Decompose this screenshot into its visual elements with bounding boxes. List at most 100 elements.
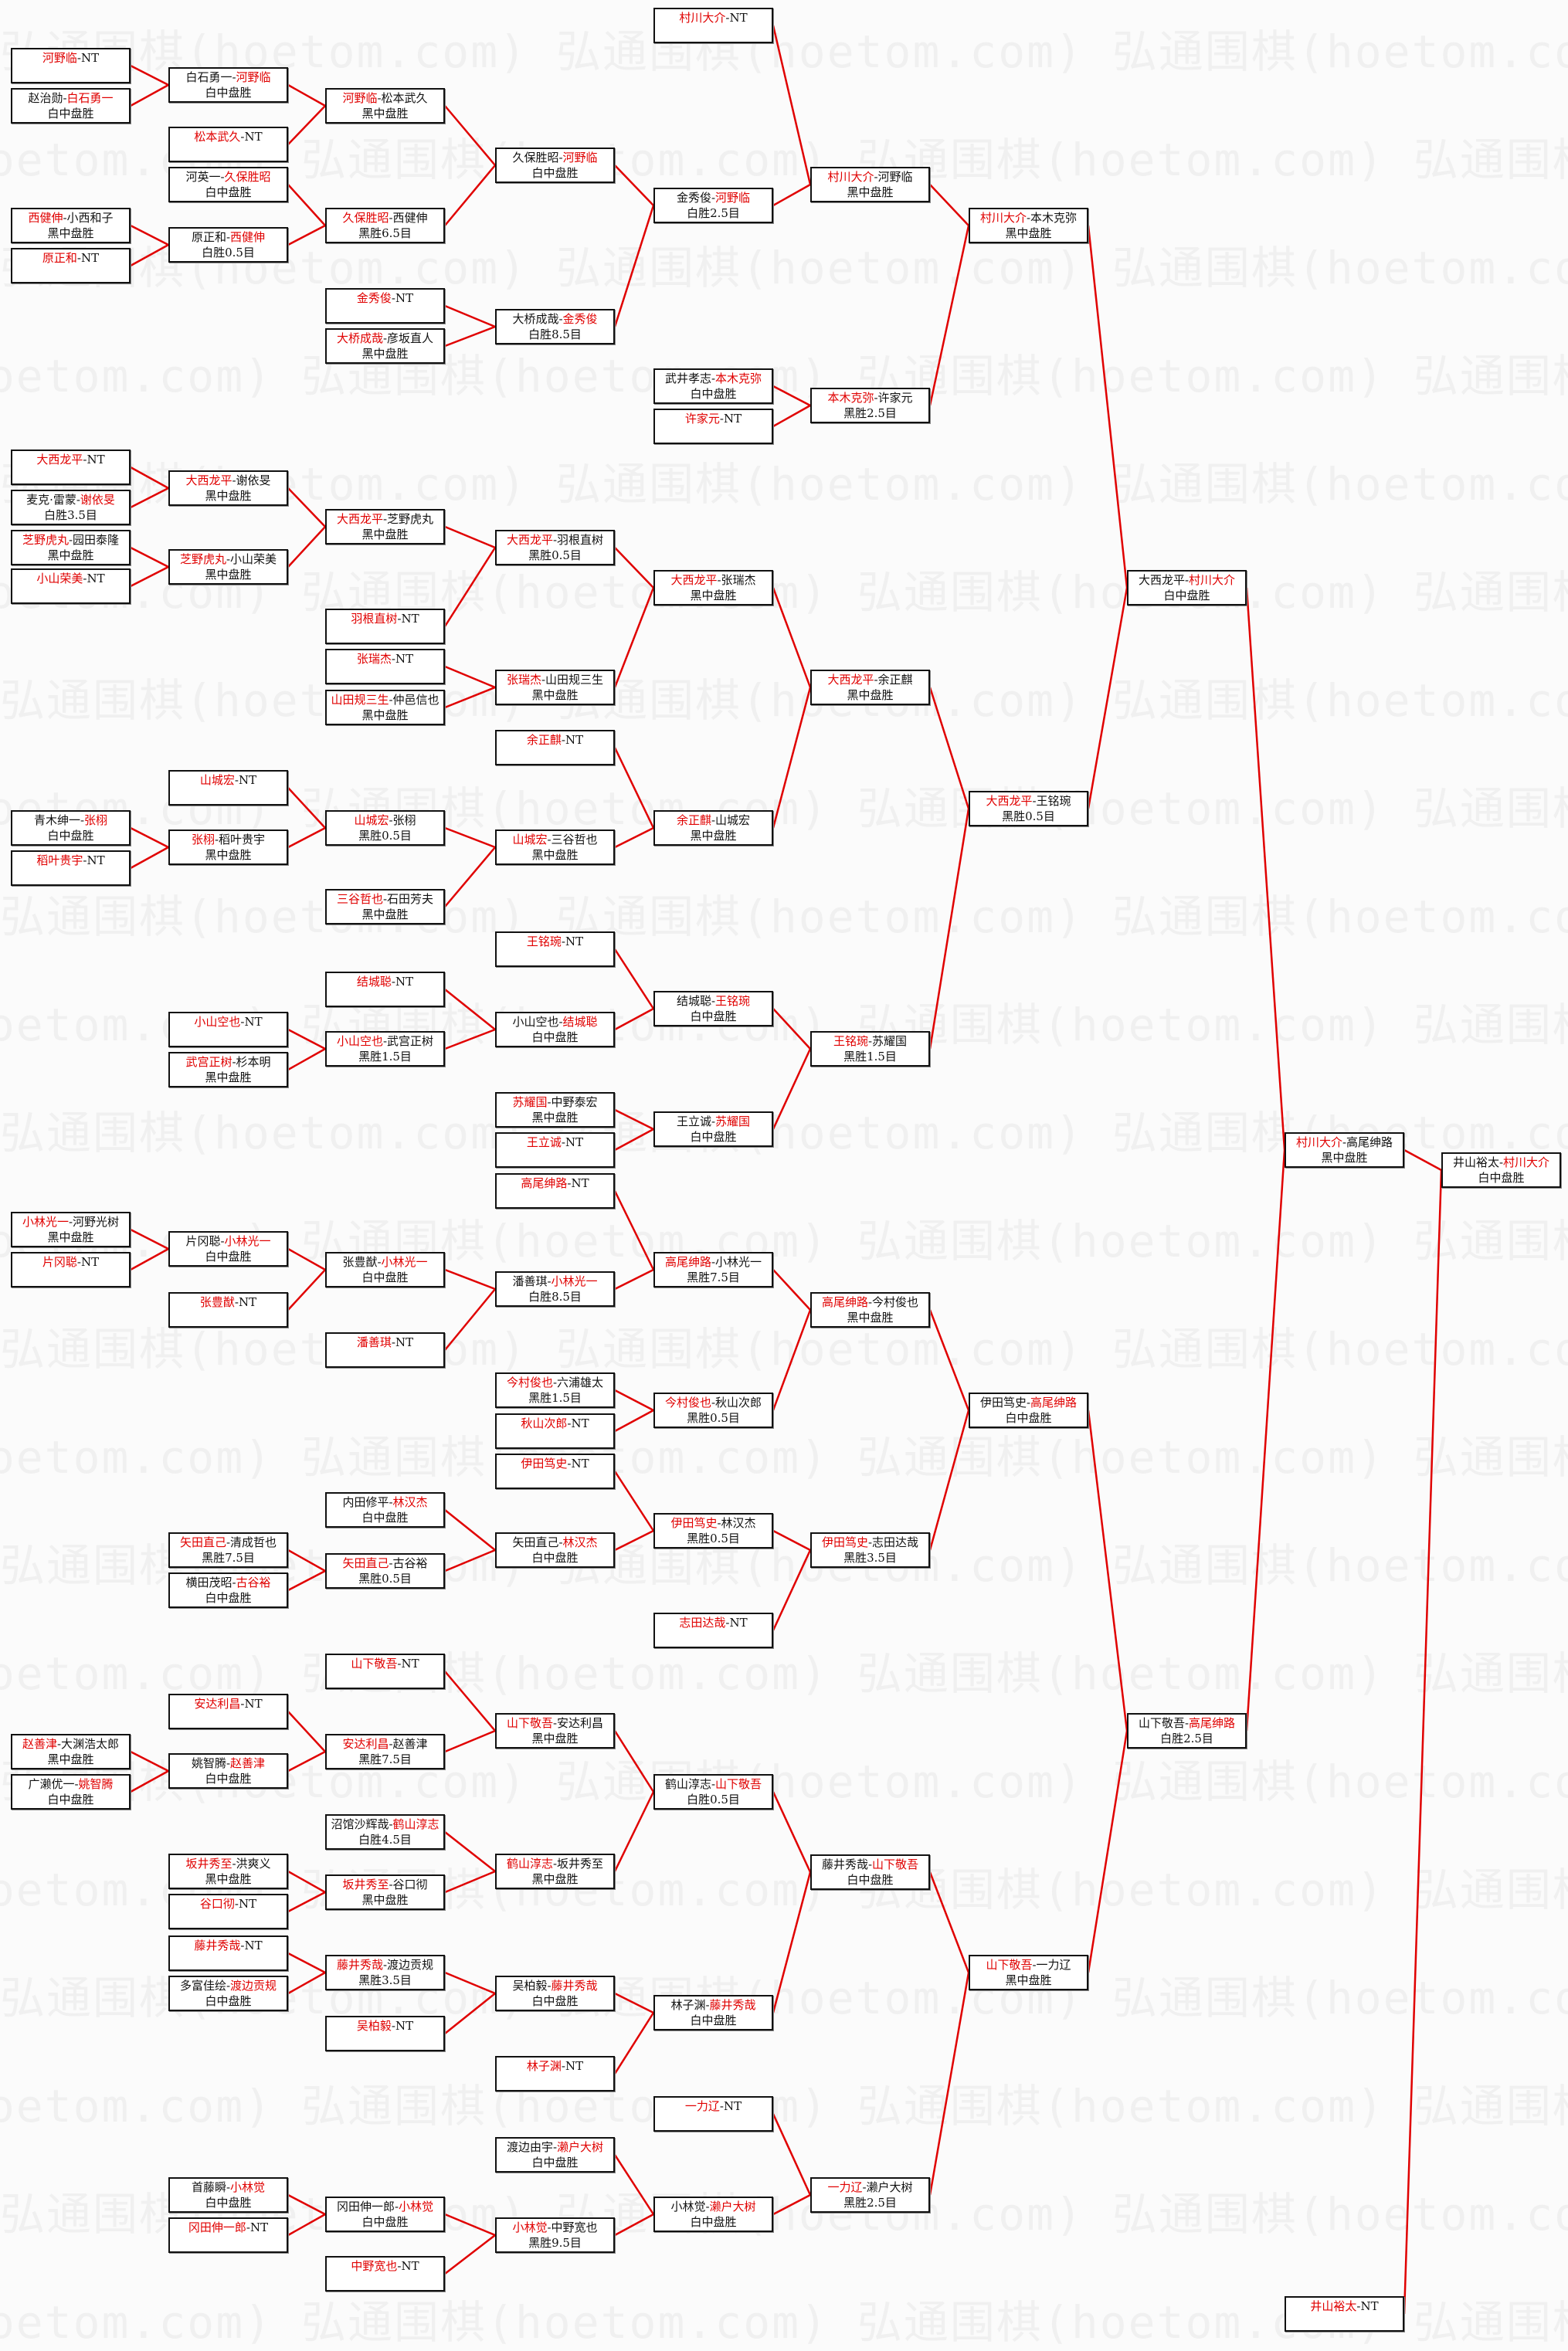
bye-entry-box: 藤井秀哉-NT [168,1935,288,1971]
matchup: 余正麒-山城宏 [655,812,772,828]
match-result-box: 结城聪-王铭琬白中盘胜 [653,991,773,1026]
winner-name: 濑户大树 [557,2140,604,2154]
game-result: 黑胜1.5目 [528,1391,582,1405]
winner-name: 井山裕太 [1310,2299,1357,2313]
player-name: 内田修平 [342,1495,389,1509]
separator: - [719,412,724,426]
bracket-connector [928,808,970,1050]
winner-name: 渡边贡规 [230,1979,277,1993]
match-result-box: 大西龙平-芝野虎丸黑中盘胜 [325,509,445,544]
bracket-connector [444,1729,496,1753]
winner-name: 村川大介 [1189,573,1236,587]
separator: - [389,211,393,225]
bye-marker: NT [244,1939,263,1952]
bracket-connector [287,1952,326,1974]
bracket-connector [130,243,169,267]
winner-name: 本木克弥 [715,371,762,385]
matchup: 大西龙平-芝野虎丸 [327,511,443,527]
match-result-box: 坂井秀至-洪爽义黑中盘胜 [168,1854,288,1889]
match-result-box: 白石勇一-河野临白中盘胜 [168,67,288,103]
player-name: 小林觉 [670,2200,706,2214]
bracket-connector [614,1128,654,1152]
separator: - [240,130,245,144]
game-result: 白胜3.5目 [44,508,97,522]
bye-marker: NT [80,51,100,65]
separator: - [226,1535,231,1549]
bye-marker: NT [244,1697,263,1711]
winner-name: 芝野虎丸 [179,552,226,566]
game-result: 黑胜9.5目 [528,2236,582,2250]
winner-name: 本木克弥 [827,391,874,405]
matchup: 林子渊-NT [497,2058,613,2074]
player-name: 片冈聪 [185,1234,221,1248]
bracket-connector [928,225,970,406]
winner-name: 藤井秀哉 [336,1958,383,1972]
winner-name: 西健伸 [230,230,266,244]
game-result: 白中盘胜 [847,1873,894,1887]
player-name: 原正和 [191,230,226,244]
match-result-box: 河野临-松本武久黑中盘胜 [325,88,445,124]
bracket-connector [287,2213,326,2237]
bracket-connector [444,826,496,849]
separator: - [397,612,402,626]
winner-name: 伊田笃史 [821,1535,868,1549]
matchup: 中野宽也-NT [327,2258,443,2274]
winner-name: 河野临 [715,191,751,205]
matchup: 原正和-西健伸 [170,229,287,245]
match-result-box: 河英一-久保胜昭白中盘胜 [168,167,288,202]
game-result: 黑中盘胜 [361,1893,409,1907]
matchup: 张瑞杰-NT [327,650,443,667]
player-name: 三谷哲也 [551,833,598,846]
player-name: 河英一 [185,170,221,184]
bracket-connector [444,1509,496,1551]
matchup: 沼馆沙辉哉-鹤山淳志 [327,1816,443,1832]
bracket-connector [772,2193,811,2216]
match-result-box: 矢田直己-清成哲也黑胜7.5目 [168,1532,288,1568]
winner-name: 小林觉 [399,2200,434,2214]
game-result: 黑胜0.5目 [687,1411,740,1425]
matchup: 冈田伸一郎-NT [170,2219,287,2235]
bracket-connector [444,1288,496,1351]
bracket-connector [444,846,496,907]
separator: - [867,1034,873,1048]
matchup: 西健伸-小西和子 [12,209,129,226]
player-name: 广濑优一 [28,1777,75,1791]
player-name: 河野光树 [73,1215,120,1229]
bracket-connector [928,1309,970,1411]
winner-name: 大西龙平 [506,533,553,547]
bracket-connector [287,1870,326,1894]
separator: - [382,512,388,526]
matchup: 王立诚-苏耀国 [655,1113,772,1129]
separator: - [547,1095,552,1109]
separator: - [867,1535,873,1549]
matchup: 鹤山淳志-坂井秀至 [497,1855,613,1871]
winner-name: 小林光一 [22,1215,69,1229]
separator: - [705,2200,710,2214]
player-name: 洪爽义 [236,1857,271,1871]
match-result-box: 金秀俊-河野临白胜2.5目 [653,188,773,223]
matchup: 志田达哉-NT [655,1614,772,1630]
matchup: 小山空也-NT [170,1013,287,1030]
player-name: 首藤瞬 [191,2180,226,2194]
separator: - [711,371,716,385]
bracket-connector [928,687,970,809]
winner-name: 张栩 [191,833,215,846]
bracket-connector [287,1971,326,1995]
separator: - [391,1335,395,1349]
match-result-box: 山田规三生-仲邑信也黑中盘胜 [325,690,445,725]
bracket-connector [130,546,169,568]
game-result: 白中盘胜 [531,1551,579,1565]
bye-entry-box: 谷口彻-NT [168,1894,288,1929]
separator: - [389,1737,393,1751]
match-result-box: 西健伸-小西和子黑中盘胜 [11,208,131,243]
bye-marker: NT [401,2259,419,2273]
separator: - [391,975,395,989]
bracket-connector [287,826,326,849]
player-name: 渡边贡规 [387,1958,434,1972]
game-result: 白中盘胜 [531,166,579,180]
match-result-box: 山城宏-三谷哲也黑中盘胜 [495,829,615,865]
bracket-connector [287,1047,326,1071]
player-name: 安达利昌 [557,1716,604,1730]
player-name: 六浦雄太 [557,1376,604,1389]
separator: - [391,652,395,666]
